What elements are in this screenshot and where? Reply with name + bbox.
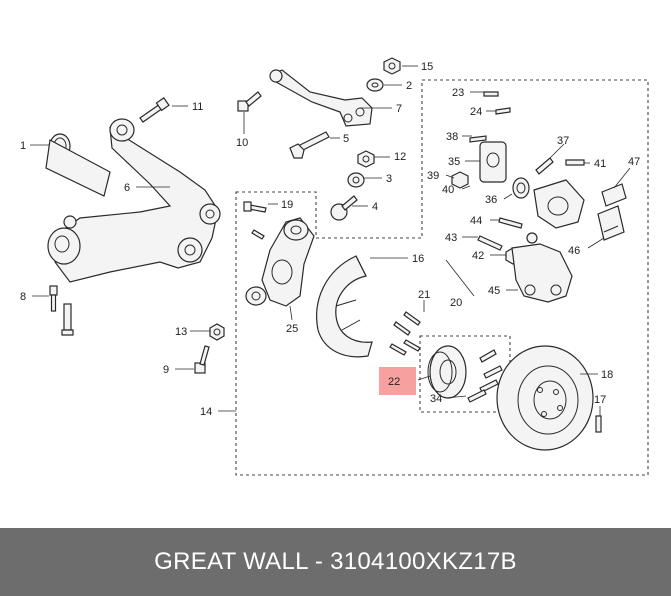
bleeder-part-23 bbox=[483, 91, 499, 97]
nut-part-13 bbox=[209, 323, 225, 341]
footer-bar: GREAT WALL - 3104100XKZ17B bbox=[0, 528, 671, 596]
callout-24: 24 bbox=[470, 106, 482, 118]
caliper-bracket-part-45 bbox=[511, 243, 573, 303]
wheel-stud-part-34 bbox=[467, 349, 503, 403]
bolt-part-11 bbox=[139, 97, 170, 123]
seal-part-36 bbox=[512, 177, 530, 199]
bolt-part-10 bbox=[237, 91, 262, 112]
pin-part-37 bbox=[535, 157, 554, 175]
callout-41: 41 bbox=[594, 158, 606, 170]
washer-part-3 bbox=[347, 172, 365, 188]
callout-2: 2 bbox=[406, 80, 412, 92]
bolt-part-19 bbox=[243, 201, 267, 240]
cap-part-24 bbox=[495, 107, 511, 115]
highlight-box bbox=[379, 367, 416, 395]
parts-diagram: 1 2 3 4 5 6 7 8 9 10 11 12 13 14 15 16 1… bbox=[20, 57, 649, 476]
callout-18: 18 bbox=[601, 369, 613, 381]
callout-8: 8 bbox=[20, 291, 26, 303]
callout-40: 40 bbox=[442, 184, 454, 196]
callout-3: 3 bbox=[386, 173, 392, 185]
brake-pad-part-47 bbox=[601, 183, 627, 207]
callout-47: 47 bbox=[628, 156, 640, 168]
group-outline-14 bbox=[235, 79, 649, 476]
callout-7: 7 bbox=[396, 103, 402, 115]
callout-46: 46 bbox=[568, 245, 580, 257]
caliper-housing-part-20 bbox=[533, 179, 585, 229]
callout-38: 38 bbox=[446, 131, 458, 143]
leader-lines bbox=[30, 65, 631, 416]
nut-part-12 bbox=[357, 150, 375, 168]
callout-23: 23 bbox=[452, 87, 464, 99]
callout-21: 21 bbox=[418, 289, 430, 301]
callout-37: 37 bbox=[557, 135, 569, 147]
bolt-part-5 bbox=[289, 131, 330, 159]
trailing-arm-part-6 bbox=[45, 118, 221, 283]
caliper-piston-part-35 bbox=[451, 135, 507, 189]
callout-35: 35 bbox=[448, 156, 460, 168]
callout-42: 42 bbox=[472, 250, 484, 262]
callout-39: 39 bbox=[427, 170, 439, 182]
callout-13: 13 bbox=[175, 326, 187, 338]
upper-link-part-7 bbox=[269, 69, 373, 127]
pin-part-41 bbox=[565, 159, 585, 166]
bolt-part-8 bbox=[49, 285, 74, 336]
callout-15: 15 bbox=[421, 61, 433, 73]
callout-5: 5 bbox=[343, 133, 349, 145]
callout-9: 9 bbox=[163, 364, 169, 376]
part-number-title: GREAT WALL - 3104100XKZ17B bbox=[154, 548, 517, 575]
knuckle-part-25 bbox=[245, 217, 315, 307]
screw-part-17 bbox=[595, 415, 602, 433]
callout-6: 6 bbox=[124, 182, 130, 194]
bolt-part-9 bbox=[194, 345, 210, 374]
bolt-part-43 bbox=[477, 232, 538, 251]
callout-12: 12 bbox=[394, 151, 406, 163]
callout-10: 10 bbox=[236, 137, 248, 149]
callout-16: 16 bbox=[412, 253, 424, 265]
callout-1: 1 bbox=[20, 140, 26, 152]
callout-14: 14 bbox=[200, 406, 212, 418]
callout-43: 43 bbox=[445, 232, 457, 244]
eccentric-bolt-part-4 bbox=[330, 195, 358, 221]
callout-labels: 1 2 3 4 5 6 7 8 9 10 11 12 13 14 15 16 1… bbox=[20, 61, 640, 418]
bolt-part-21 bbox=[389, 311, 421, 356]
washer-part-2 bbox=[366, 78, 384, 92]
callout-19: 19 bbox=[281, 199, 293, 211]
callout-4: 4 bbox=[372, 201, 378, 213]
bolt-part-44 bbox=[498, 217, 523, 229]
dust-shield-part-16 bbox=[316, 255, 373, 358]
brake-rotor-part-18 bbox=[496, 345, 594, 451]
callout-22: 22 bbox=[388, 376, 400, 388]
callout-36: 36 bbox=[485, 194, 497, 206]
nut-part-15 bbox=[383, 57, 401, 75]
hub-part-22 bbox=[427, 345, 467, 399]
callout-20: 20 bbox=[450, 297, 462, 309]
callout-25: 25 bbox=[286, 323, 298, 335]
callout-11: 11 bbox=[192, 101, 203, 113]
callout-17: 17 bbox=[594, 394, 606, 406]
brake-pad-part-46 bbox=[597, 205, 625, 241]
callout-45: 45 bbox=[488, 285, 500, 297]
callout-34: 34 bbox=[430, 393, 442, 405]
callout-44: 44 bbox=[470, 215, 482, 227]
